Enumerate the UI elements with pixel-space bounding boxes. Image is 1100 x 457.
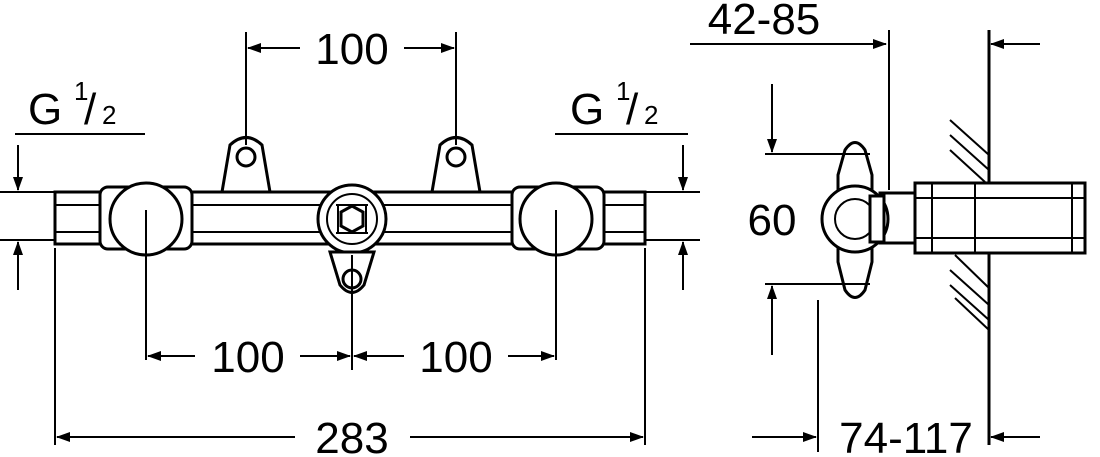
mounting-tab-right — [430, 136, 482, 194]
thread-right-numerator: 1 — [616, 76, 630, 106]
dimension-overall-length: 283 — [56, 414, 644, 457]
dimension-side-height: 60 — [748, 84, 870, 355]
dim-side-height-label: 60 — [748, 196, 797, 245]
svg-text:/: / — [84, 85, 97, 134]
right-outlet-fitting — [510, 181, 606, 257]
svg-text:/: / — [626, 85, 639, 134]
dimension-top-spacing: 100 — [247, 25, 455, 74]
dimension-bottom-left-spacing: 100 — [147, 333, 351, 382]
thread-left-letter: G — [28, 85, 62, 134]
dim-wall-depth-top-label: 42-85 — [708, 0, 821, 44]
front-view — [53, 32, 647, 445]
side-valve-body — [820, 141, 890, 299]
dim-wall-depth-bottom-label: 74-117 — [839, 414, 973, 457]
thread-left-numerator: 1 — [74, 76, 88, 106]
dim-bottom-left-label: 100 — [211, 333, 284, 382]
dimension-wall-depth-bottom: 74-117 — [752, 300, 1040, 457]
thread-right: G 1 / 2 — [555, 76, 700, 290]
dimension-bottom-right-spacing: 100 — [353, 333, 555, 382]
dimension-wall-depth-top: 42-85 — [690, 0, 1040, 190]
thread-right-letter: G — [570, 85, 604, 134]
dim-bottom-right-label: 100 — [419, 333, 492, 382]
thread-right-denominator: 2 — [644, 100, 658, 130]
dim-overall-label: 283 — [315, 414, 388, 457]
side-view — [820, 30, 1087, 445]
dim-top-spacing-label: 100 — [315, 25, 388, 74]
thread-left-denominator: 2 — [102, 100, 116, 130]
thread-left: G 1 / 2 — [0, 76, 145, 290]
sleeve — [878, 181, 1087, 255]
mounting-tab-left — [220, 136, 272, 194]
